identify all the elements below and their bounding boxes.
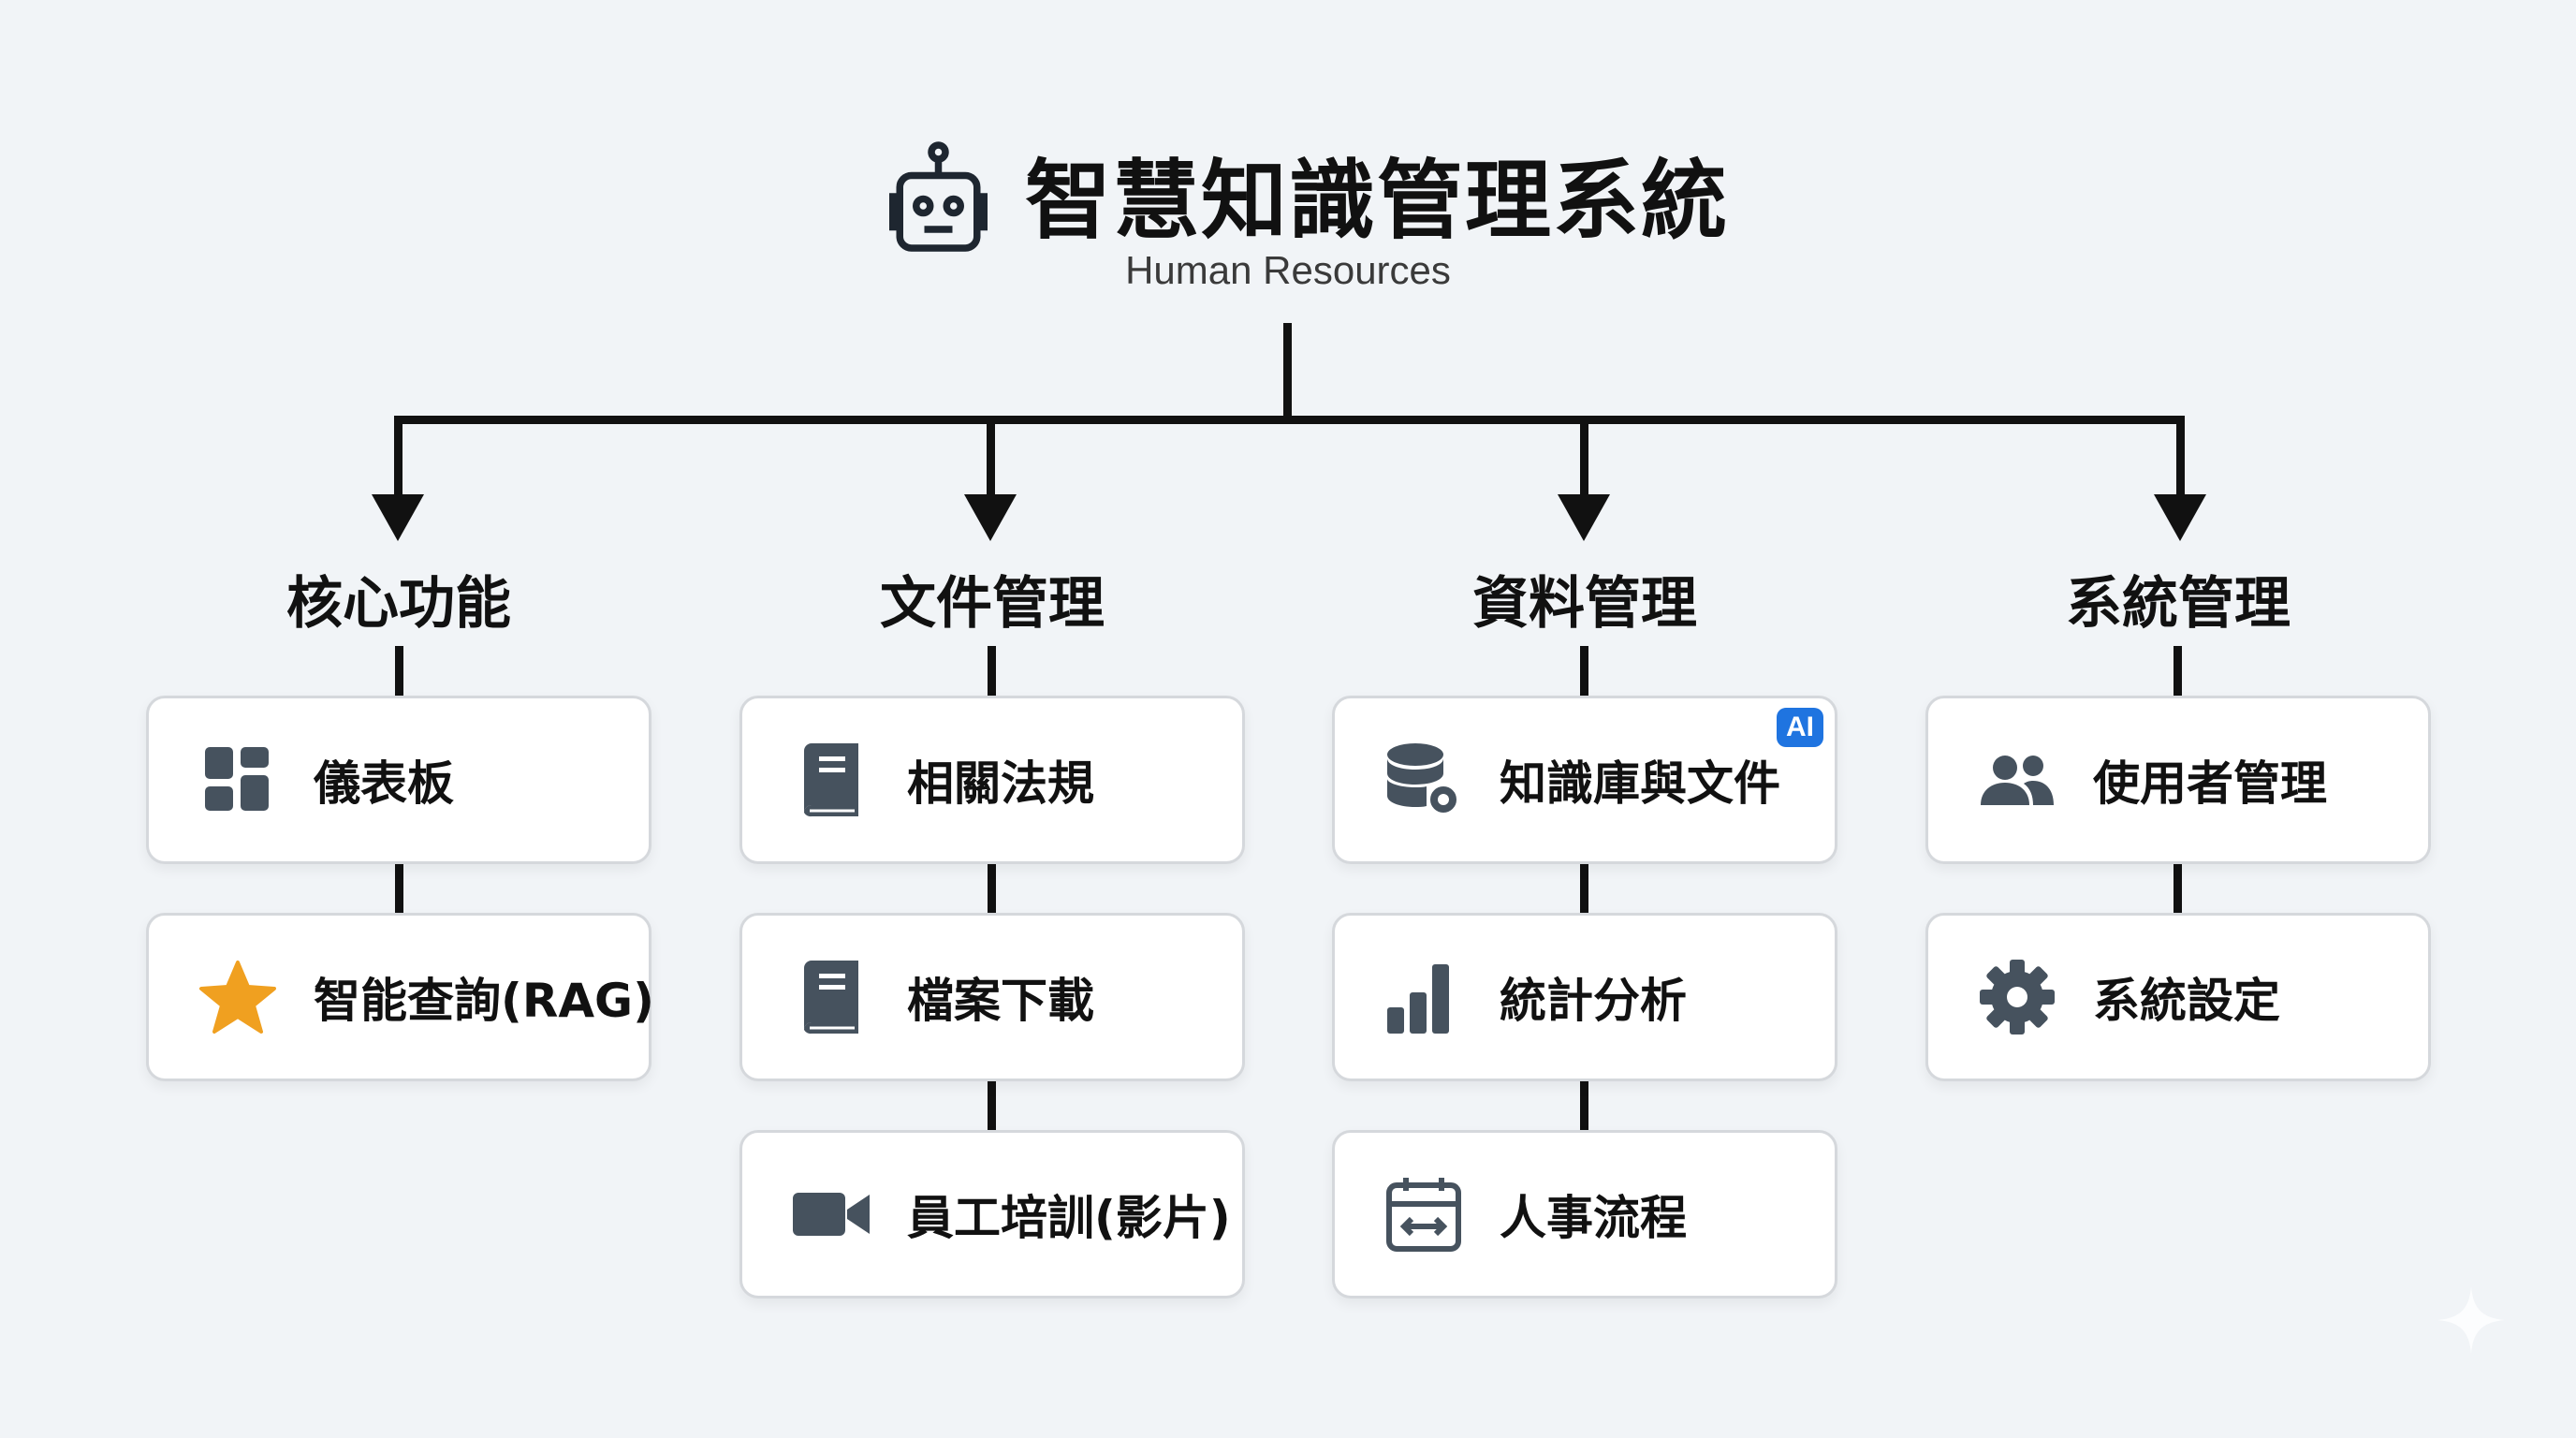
node-label: 系統設定 (2093, 974, 2280, 1028)
node-label: 檔案下載 (907, 974, 1094, 1028)
branch-line (987, 416, 995, 500)
page-title: 智慧知識管理系統 (1025, 151, 1730, 251)
users-icon (1981, 756, 2054, 805)
book-icon (804, 961, 858, 1034)
node-user-management[interactable]: 使用者管理 (1925, 696, 2431, 864)
gear-icon (1980, 960, 2055, 1034)
arrow-icon (1558, 494, 1610, 541)
column-heading-data: 資料管理 (1472, 571, 1697, 637)
node-knowledge-base[interactable]: 知識庫與文件 AI (1332, 696, 1837, 864)
node-label: 知識庫與文件 (1500, 756, 1780, 811)
connector (2174, 646, 2182, 697)
connector (988, 1081, 996, 1130)
node-training-video[interactable]: 員工培訓(影片) (739, 1130, 1245, 1299)
node-dashboard[interactable]: 儀表板 (146, 696, 651, 864)
column-heading-documents: 文件管理 (880, 571, 1105, 637)
sparkle-icon (2437, 1286, 2505, 1354)
node-label: 人事流程 (1500, 1191, 1687, 1245)
connector (1580, 864, 1588, 913)
star-icon (199, 961, 276, 1034)
bar-chart-icon (1387, 964, 1449, 1034)
calendar-arrows-icon (1386, 1178, 1461, 1252)
connector (395, 864, 403, 913)
arrow-icon (372, 494, 424, 541)
node-file-download[interactable]: 檔案下載 (739, 913, 1245, 1081)
book-icon (804, 743, 858, 817)
connector (2174, 864, 2182, 913)
arrow-icon (2154, 494, 2206, 541)
video-camera-icon (793, 1193, 870, 1236)
page-subtitle: Human Resources (1125, 248, 1451, 292)
column-heading-core: 核心功能 (286, 571, 511, 637)
node-label: 使用者管理 (2093, 756, 2327, 811)
connector (1580, 1081, 1588, 1130)
node-statistics[interactable]: 統計分析 (1332, 913, 1837, 1081)
robot-icon (889, 141, 988, 252)
node-label: 員工培訓(影片) (907, 1191, 1231, 1245)
node-system-settings[interactable]: 系統設定 (1925, 913, 2431, 1081)
branch-line (2176, 416, 2185, 500)
node-smart-query[interactable]: 智能查詢(RAG) (146, 913, 654, 1081)
branch-bar (394, 416, 2185, 424)
database-gear-icon (1387, 743, 1460, 816)
connector (988, 864, 996, 913)
node-label: 儀表板 (314, 756, 454, 811)
node-label: 統計分析 (1500, 974, 1687, 1028)
connector (395, 646, 403, 697)
node-label: 智能查詢(RAG) (314, 974, 654, 1028)
node-hr-process[interactable]: 人事流程 (1332, 1130, 1837, 1299)
column-heading-system: 系統管理 (2066, 571, 2291, 637)
connector (988, 646, 996, 697)
node-regulations[interactable]: 相關法規 (739, 696, 1245, 864)
branch-line (394, 416, 402, 500)
arrow-icon (964, 494, 1017, 541)
branch-line (1580, 416, 1588, 500)
node-label: 相關法規 (907, 756, 1094, 811)
trunk-line (1283, 323, 1292, 423)
connector (1580, 646, 1588, 697)
dashboard-icon (205, 747, 269, 811)
ai-badge: AI (1777, 708, 1823, 747)
